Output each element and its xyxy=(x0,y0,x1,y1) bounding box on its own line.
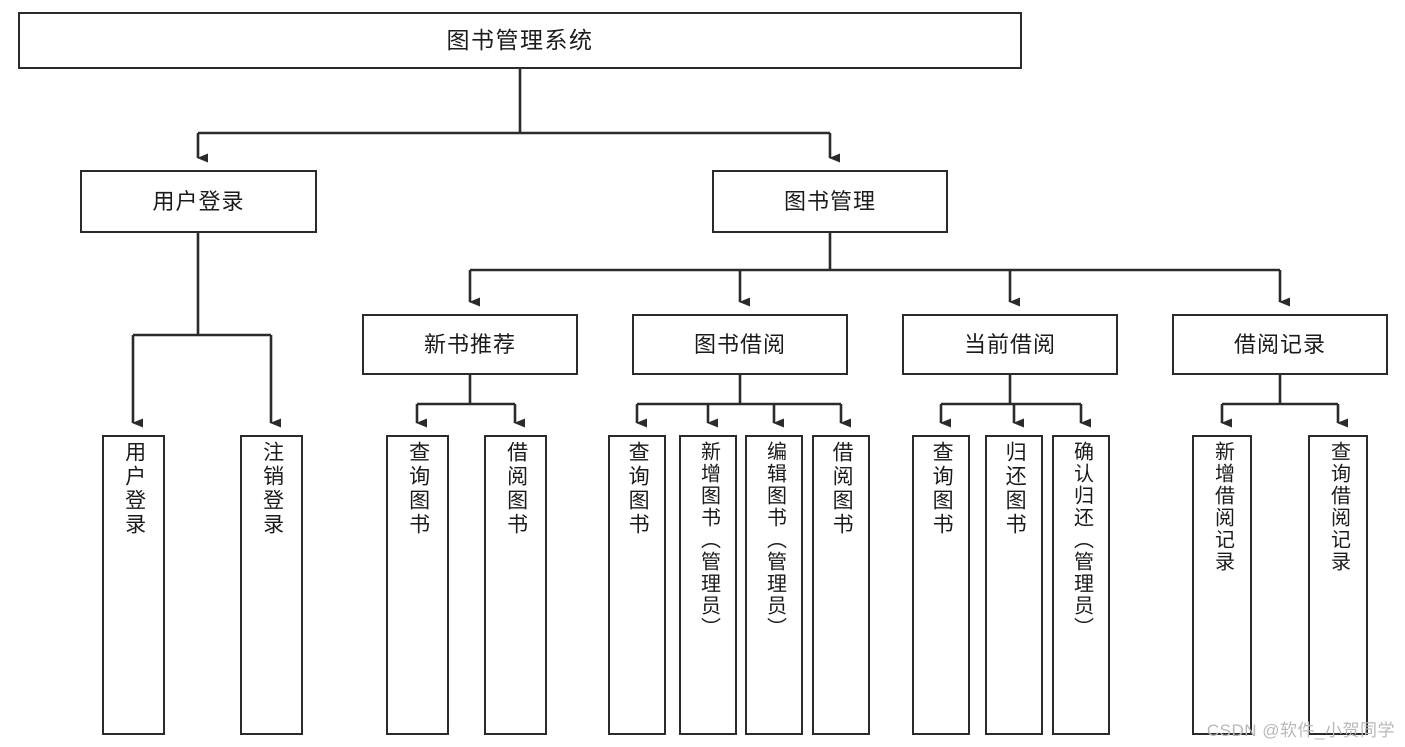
node-borrow-record[interactable]: 借阅记录 xyxy=(1172,314,1388,375)
node-leaf-query-book-1[interactable]: 查询图书 xyxy=(386,435,449,735)
node-leaf-query-record-label: 查询借阅记录 xyxy=(1327,441,1350,573)
node-book-manage-label: 图书管理 xyxy=(783,188,876,214)
node-leaf-logout-login-label: 注销登录 xyxy=(260,441,284,537)
node-user-login-label: 用户登录 xyxy=(152,188,245,214)
node-leaf-add-book-label: 新增图书（管理员） xyxy=(697,441,720,639)
node-leaf-return-book-label: 归还图书 xyxy=(1003,441,1027,537)
node-current-borrow-label: 当前借阅 xyxy=(963,331,1056,357)
node-leaf-confirm-return-label: 确认归还（管理员） xyxy=(1070,441,1093,639)
node-current-borrow[interactable]: 当前借阅 xyxy=(902,314,1118,375)
node-leaf-add-record-label: 新增借阅记录 xyxy=(1211,441,1234,573)
node-leaf-query-record[interactable]: 查询借阅记录 xyxy=(1308,435,1368,735)
node-leaf-confirm-return[interactable]: 确认归还（管理员） xyxy=(1052,435,1110,735)
node-borrow-record-label: 借阅记录 xyxy=(1233,331,1326,357)
node-book-borrow-label: 图书借阅 xyxy=(693,331,786,357)
node-leaf-borrow-book-2[interactable]: 借阅图书 xyxy=(812,435,870,735)
csdn-watermark: CSDN @软件_小贺同学 xyxy=(1206,721,1395,740)
node-leaf-edit-book[interactable]: 编辑图书（管理员） xyxy=(745,435,803,735)
node-leaf-edit-book-label: 编辑图书（管理员） xyxy=(763,441,786,639)
node-book-borrow[interactable]: 图书借阅 xyxy=(632,314,848,375)
node-leaf-user-login-label: 用户登录 xyxy=(122,441,146,537)
node-new-book-recommend-label: 新书推荐 xyxy=(423,331,516,357)
node-leaf-logout-login[interactable]: 注销登录 xyxy=(240,435,303,735)
node-leaf-query-book-1-label: 查询图书 xyxy=(406,441,430,537)
node-leaf-query-book-2-label: 查询图书 xyxy=(626,441,650,537)
node-new-book-recommend[interactable]: 新书推荐 xyxy=(362,314,578,375)
node-root[interactable]: 图书管理系统 xyxy=(18,12,1022,69)
node-leaf-add-book[interactable]: 新增图书（管理员） xyxy=(679,435,737,735)
node-leaf-user-login[interactable]: 用户登录 xyxy=(102,435,165,735)
node-leaf-query-book-2[interactable]: 查询图书 xyxy=(608,435,666,735)
node-leaf-query-book-3-label: 查询图书 xyxy=(930,441,954,537)
node-user-login[interactable]: 用户登录 xyxy=(80,170,317,233)
node-book-manage[interactable]: 图书管理 xyxy=(712,170,948,233)
node-leaf-borrow-book-2-label: 借阅图书 xyxy=(830,441,854,537)
node-leaf-borrow-book-1[interactable]: 借阅图书 xyxy=(484,435,547,735)
node-root-label: 图书管理系统 xyxy=(446,26,594,53)
node-leaf-return-book[interactable]: 归还图书 xyxy=(985,435,1043,735)
node-leaf-borrow-book-1-label: 借阅图书 xyxy=(504,441,528,537)
node-leaf-query-book-3[interactable]: 查询图书 xyxy=(912,435,970,735)
node-leaf-add-record[interactable]: 新增借阅记录 xyxy=(1192,435,1252,735)
